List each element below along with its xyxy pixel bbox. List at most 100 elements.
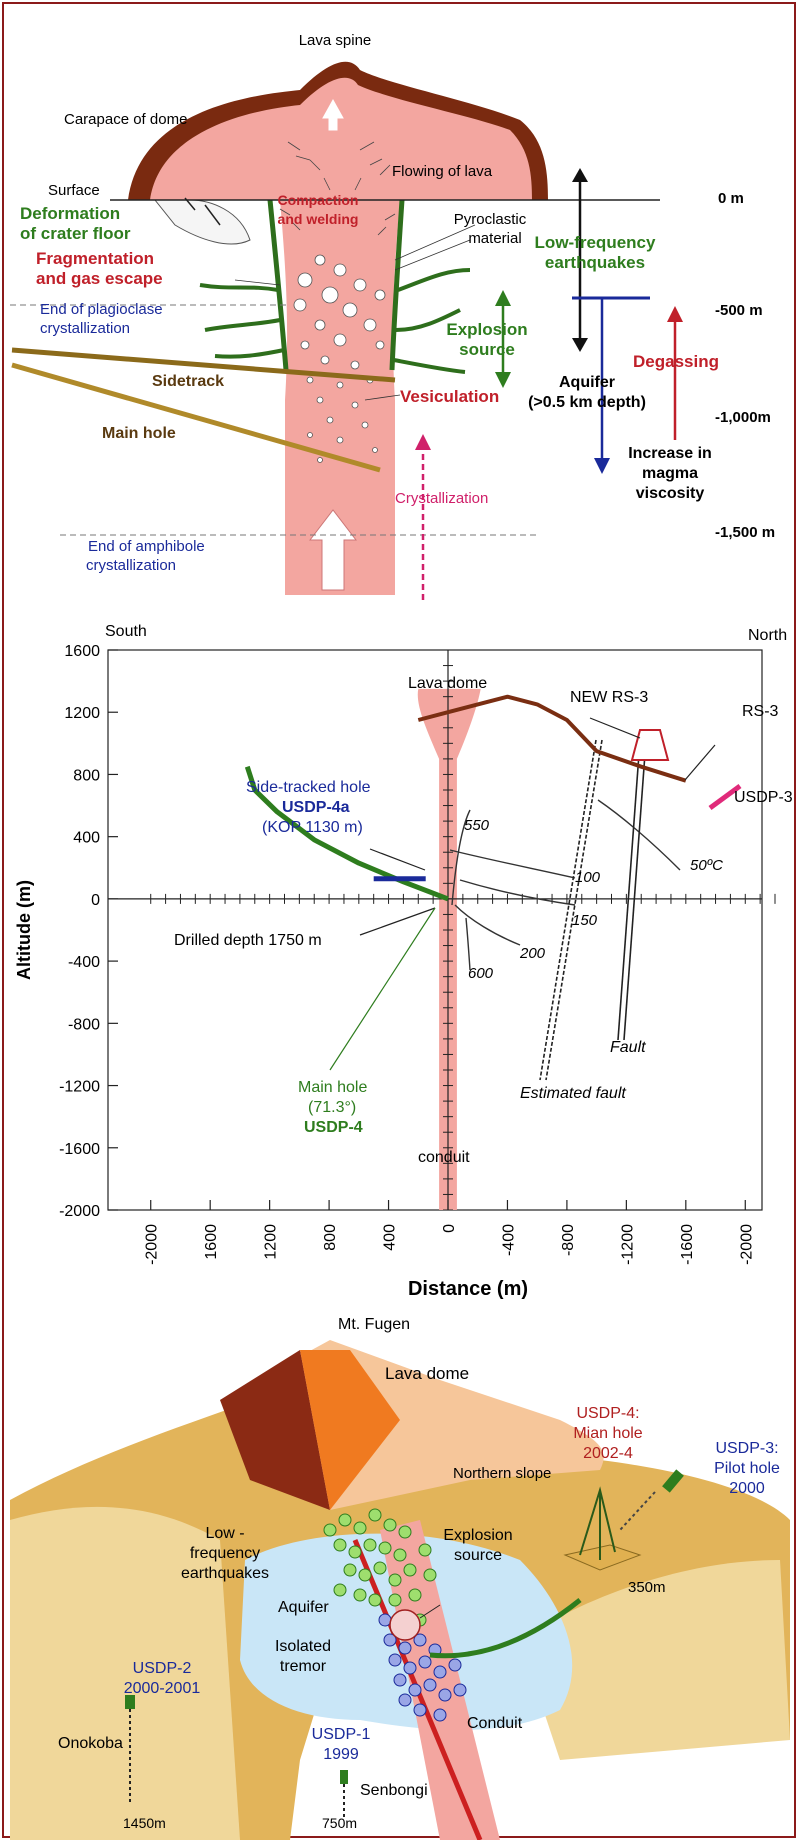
label-crystallization: Crystallization	[395, 490, 488, 507]
conduit-band	[417, 688, 481, 1210]
label-aquifer-2: (>0.5 km depth)	[528, 394, 646, 411]
x-tick-label: -1600	[679, 1224, 696, 1265]
label-pyroclastic-1: Pyroclastic	[454, 211, 527, 228]
label-lf-3: earthquakes	[181, 1565, 269, 1582]
y-tick-label: -1200	[59, 1079, 100, 1096]
label-isotherm-600: 600	[468, 965, 494, 982]
flow-streaks	[279, 141, 396, 236]
isotherm-50	[597, 799, 681, 871]
explosion-source-arrows	[495, 290, 511, 388]
leader-lines	[234, 224, 476, 401]
y-tick-label: 800	[73, 767, 100, 784]
usdp1-hole-icon	[340, 1770, 348, 1820]
isotherm-150	[459, 879, 576, 906]
sidetrack-hole-line	[11, 347, 396, 383]
label-explosion-3d-1: Explosion	[443, 1527, 512, 1544]
y-tick-label: -1600	[59, 1141, 100, 1158]
terrain-right-block	[520, 1560, 790, 1760]
main-hole-line	[11, 362, 381, 473]
isotherm-200	[454, 904, 521, 946]
usdp4-rig-icon	[563, 1486, 642, 1571]
label-usdp3-3: 2000	[729, 1480, 765, 1497]
fault	[617, 739, 647, 1041]
terrain-left-slope	[10, 1506, 240, 1840]
label-explosion-3d-2: source	[454, 1547, 502, 1564]
label-isotherm-150: 150	[572, 912, 598, 929]
label-1450m: 1450m	[123, 1815, 166, 1831]
annotation-arrows	[329, 717, 716, 1071]
label-isolated-2: tremor	[280, 1658, 327, 1675]
isotherm-lines	[449, 799, 681, 971]
y-axis-title: Altitude (m)	[14, 880, 34, 980]
x-tick-label: 800	[322, 1224, 339, 1251]
axis-ticks	[108, 649, 776, 1211]
label-isolated-1: Isolated	[275, 1638, 331, 1655]
crystallization-arrow-icon	[415, 434, 431, 600]
lf-earthquake-arrows	[572, 168, 588, 352]
label-conduit-3d: Conduit	[467, 1715, 523, 1732]
label-sidetracked-1: Side-tracked hole	[246, 779, 371, 796]
label-750m: 750m	[322, 1815, 357, 1831]
label-pyroclastic-2: material	[468, 230, 521, 247]
label-350m: 350m	[628, 1579, 666, 1596]
label-lf-earthquakes-1: Low-frequency	[535, 233, 656, 252]
label-drilled-depth: Drilled depth 1750 m	[174, 932, 322, 949]
flow-arrow-icon	[204, 204, 221, 226]
label-isotherm-50: 50ºC	[690, 857, 723, 874]
x-tick-label: -800	[560, 1224, 577, 1256]
label-usdp2-2: 2000-2001	[124, 1680, 201, 1697]
label-plagioclase-1: End of plagioclase	[40, 301, 163, 318]
main-hole-usdp4-line	[244, 765, 449, 902]
tick-labels: 160012008004000-400-800-1200-1600-2000-2…	[59, 643, 755, 1265]
usdp3-pipe-icon	[619, 1469, 684, 1531]
x-tick-label: -1200	[619, 1224, 636, 1265]
label-viscosity-2: magma	[642, 465, 698, 482]
new-rs3-rig-icon	[630, 729, 670, 761]
label-usdp4-3: 2002-4	[583, 1445, 633, 1462]
label-viscosity-3: viscosity	[636, 485, 705, 502]
label-isotherm-550: 550	[464, 817, 490, 834]
label-usdp3-1: USDP-3:	[715, 1440, 778, 1457]
label-lava-spine: Lava spine	[299, 32, 372, 49]
label-rs3: RS-3	[742, 703, 779, 720]
label-usdp1-2: 1999	[323, 1746, 359, 1763]
lf-earthquake-spheres	[323, 1508, 437, 1627]
usdp3-hole	[708, 783, 742, 811]
x-tick-label: -2000	[738, 1224, 755, 1265]
mt-fugen-face-orange	[300, 1350, 400, 1510]
label-surface: Surface	[48, 182, 100, 199]
series-group	[244, 694, 687, 902]
label-main-hole-3: USDP-4	[304, 1119, 363, 1136]
block-diagram-panel: Mt. Fugen Lava dome USDP-4: Mian hole 20…	[10, 1316, 790, 1840]
label-usdp3: USDP-3	[734, 789, 793, 806]
label-estimated-fault: Estimated fault	[520, 1085, 626, 1102]
label-depth-0: 0 m	[718, 190, 744, 207]
x-tick-label: -2000	[144, 1224, 161, 1265]
x-tick-label: 1600	[203, 1224, 220, 1260]
label-conduit: conduit	[418, 1149, 470, 1166]
conduit-neck	[268, 115, 412, 200]
label-flowing: Flowing of lava	[392, 163, 493, 180]
explosion-source-sphere	[389, 1609, 421, 1641]
label-south: South	[105, 623, 147, 640]
y-tick-label: 0	[91, 892, 100, 909]
label-carapace: Carapace of dome	[64, 111, 187, 128]
label-north: North	[748, 627, 787, 644]
isolated-tremor-spheres	[378, 1613, 467, 1722]
label-deformation-2: of crater floor	[20, 224, 131, 243]
label-usdp2-1: USDP-2	[133, 1660, 192, 1677]
x-tick-label: -400	[500, 1224, 517, 1256]
x-axis-title: Distance (m)	[408, 1278, 528, 1300]
isotherm-600	[465, 917, 471, 971]
label-main-hole-1: Main hole	[298, 1079, 367, 1096]
label-depth-500: -500 m	[715, 302, 763, 319]
x-tick-label: 0	[441, 1224, 458, 1233]
y-tick-label: 1600	[64, 643, 100, 660]
label-onokoba: Onokoba	[58, 1735, 123, 1752]
x-tick-label: 1200	[263, 1224, 280, 1260]
label-degassing: Degassing	[633, 352, 719, 371]
aquifer-marker	[572, 296, 650, 474]
label-usdp4-1: USDP-4:	[576, 1405, 639, 1422]
label-lf-2: frequency	[190, 1545, 260, 1562]
label-northern-slope: Northern slope	[453, 1465, 551, 1482]
